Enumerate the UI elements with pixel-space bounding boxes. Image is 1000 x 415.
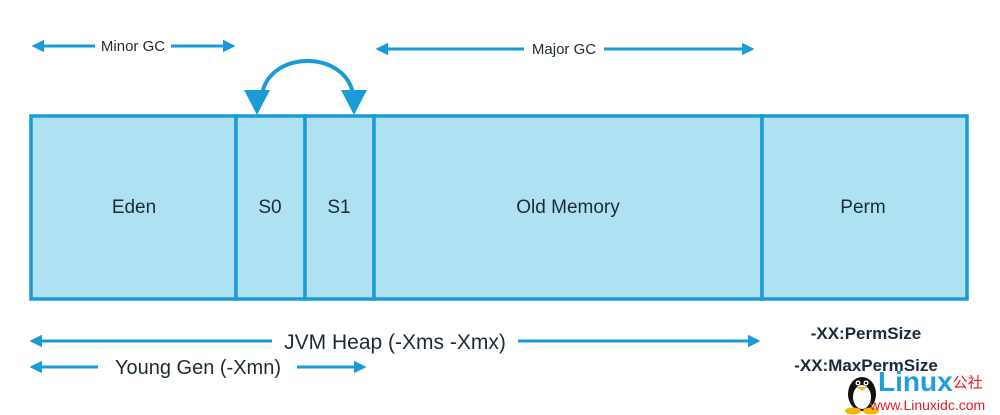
young-gen-label: Young Gen (-Xmn) [115, 357, 281, 379]
watermark-url: www.Linuxidc.com [870, 397, 986, 413]
region-s1-label: S1 [327, 197, 350, 218]
perm-size-flag: -XX:PermSize [811, 324, 922, 343]
major-gc-label: Major GC [532, 41, 596, 58]
memory-regions: Eden S0 S1 Old Memory Perm [29, 114, 969, 301]
minor-gc-arrow: Minor GC [31, 38, 236, 55]
region-s1 [303, 114, 376, 301]
watermark-brand-cn: 公社 [952, 374, 983, 392]
watermark-brand: Linux公社 [878, 368, 983, 398]
watermark: Linux公社 www.Linuxidc.com [842, 368, 1000, 415]
swap-arrowhead-s0-icon [244, 90, 270, 115]
young-gen-arrow: Young Gen (-Xmn) [29, 357, 367, 379]
swap-arrowhead-s1-icon [341, 90, 367, 115]
region-perm-label: Perm [840, 197, 885, 218]
penguin-icon [845, 377, 879, 415]
watermark-brand-text: Linux [878, 366, 953, 397]
jvm-heap-arrow: JVM Heap (-Xms -Xmx) [29, 331, 761, 354]
minor-gc-label: Minor GC [101, 38, 165, 55]
max-perm-size-flag: -XX:MaxPermSize [794, 356, 938, 375]
region-perm [760, 114, 969, 301]
region-old-memory-label: Old Memory [516, 197, 620, 218]
major-gc-arrow: Major GC [375, 41, 755, 58]
swap-arc [260, 59, 355, 95]
survivor-swap-arrow [244, 59, 367, 115]
region-s0-label: S0 [258, 197, 281, 218]
region-eden-label: Eden [112, 197, 156, 218]
region-eden [29, 114, 238, 301]
region-s0 [234, 114, 307, 301]
region-old-memory [372, 114, 764, 301]
jvm-heap-label: JVM Heap (-Xms -Xmx) [284, 331, 506, 354]
